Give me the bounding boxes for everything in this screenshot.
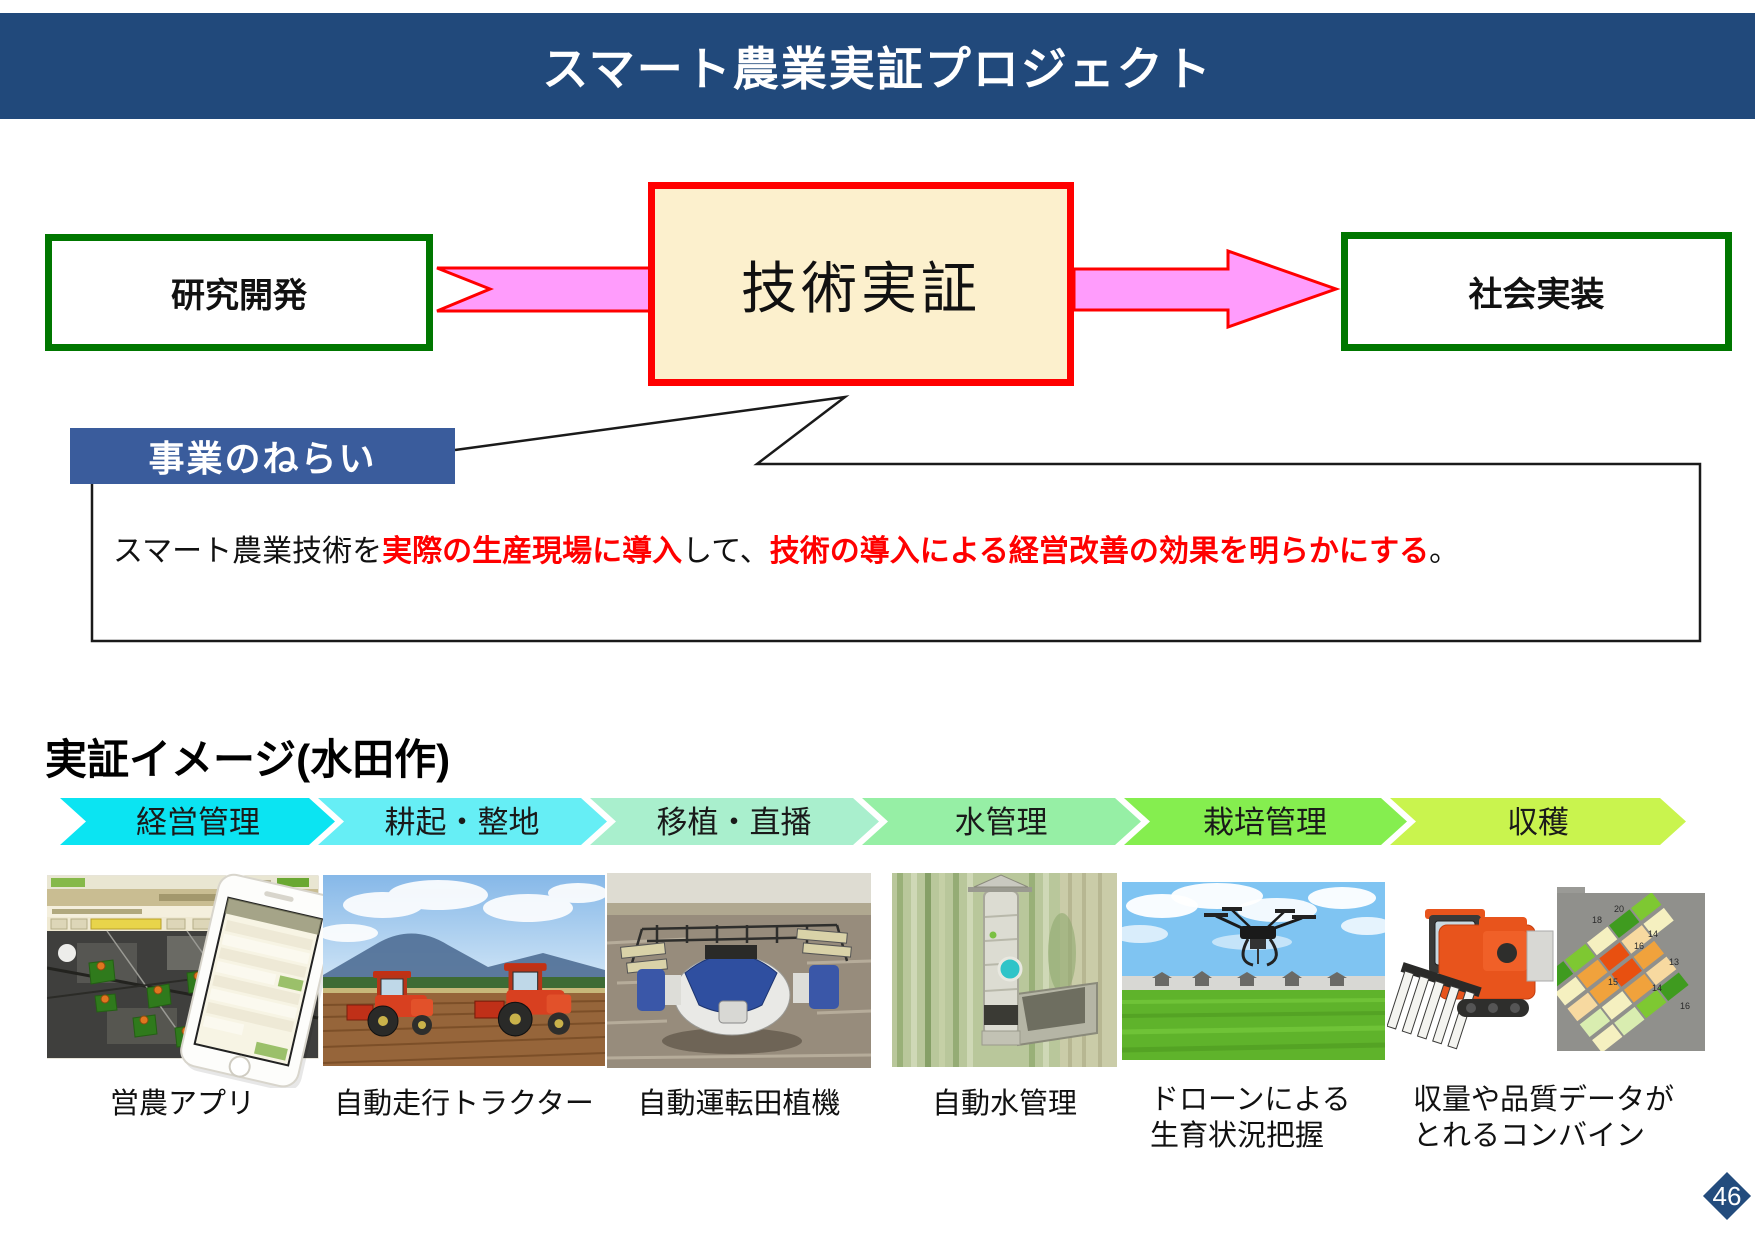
caption-drone-growth-monitoring: ドローンによる 生育状況把握	[1150, 1082, 1351, 1154]
figure-farm-app	[47, 868, 332, 1088]
houses	[1152, 971, 1347, 986]
svg-text:18: 18	[1592, 915, 1602, 925]
clouds	[323, 880, 605, 942]
svg-text:13: 13	[1669, 957, 1679, 967]
arrow-research-to-tech	[436, 266, 652, 313]
flow-box-social: 社会実装	[1341, 232, 1732, 351]
aim-sentence-part-4: 技術の導入による経営改善の効果を明らかにする	[769, 535, 1430, 568]
chevron-step-water	[862, 798, 1141, 845]
caption-drone-line-2: 生育状況把握	[1150, 1120, 1325, 1152]
figure-auto-rice-transplanter	[607, 873, 871, 1068]
water-sensor	[968, 874, 1032, 1046]
caption-auto-rice-transplanter-text: 自動運転田植機	[637, 1088, 841, 1120]
header-bar: スマート農業実証プロジェクト	[0, 13, 1755, 119]
field-texture	[1122, 998, 1385, 1053]
chevron-step-planting	[590, 798, 879, 845]
drone	[1204, 907, 1316, 967]
svg-text:15: 15	[1608, 977, 1618, 987]
chevron-label-planting: 移植・直播	[657, 805, 812, 840]
caption-farm-app-text: 営農アプリ	[109, 1088, 255, 1120]
aim-sentence: スマート農業技術を実際の生産現場に導入して、技術の導入による経営改善の効果を明ら…	[113, 535, 1673, 569]
flow-box-tech-label: 技術実証	[741, 256, 981, 320]
chevron-label-harvest: 収穫	[1507, 805, 1569, 840]
aim-sentence-part-1: スマート農業技術を	[113, 535, 383, 568]
caption-auto-tractor-text: 自動走行トラクター	[334, 1088, 594, 1120]
aim-sentence-part-5: 。	[1429, 535, 1460, 568]
slide-title: スマート農業実証プロジェクト	[542, 43, 1213, 95]
transplanter-body	[637, 945, 839, 1036]
chevron-step-cultivation	[1124, 798, 1407, 845]
caption-auto-tractor: 自動走行トラクター	[323, 1086, 605, 1122]
process-chevron-bar: 経営管理 耕起・整地 移植・直播 水管理 栽培管理 収穫	[60, 798, 1686, 845]
arrow-tech-to-social	[1072, 248, 1341, 330]
aim-label-text: 事業のねらい	[148, 438, 377, 479]
smartphone	[180, 873, 332, 1088]
caption-drone-line-1: ドローンによる	[1150, 1084, 1351, 1116]
caption-yield-combine: 収量や品質データが とれるコンバイン	[1413, 1082, 1674, 1154]
caption-auto-water-management-text: 自動水管理	[931, 1088, 1077, 1120]
tractor-left	[346, 971, 433, 1037]
flow-box-tech: 技術実証	[648, 182, 1074, 386]
demo-heading: 実証イメージ(水田作)	[45, 736, 451, 783]
yield-map: 20 18 16 14 13 15 14 16	[1557, 887, 1705, 1051]
sensor-cap	[973, 874, 1029, 888]
tractor-right	[474, 963, 572, 1037]
svg-text:16: 16	[1680, 1001, 1690, 1011]
chevron-label-water: 水管理	[955, 805, 1048, 840]
chevron-label-cultivation: 栽培管理	[1203, 805, 1327, 840]
chevron-label-management: 経営管理	[136, 805, 260, 840]
weeds	[1048, 913, 1076, 993]
flow-box-research-label: 研究開発	[171, 277, 307, 315]
inlet-box	[1008, 981, 1098, 1047]
aim-sentence-part-2: 実際の生産現場に導入	[382, 535, 683, 568]
caption-combine-line-1: 収量や品質データが	[1413, 1084, 1675, 1116]
combine-harvester	[1387, 909, 1554, 1050]
svg-text:20: 20	[1614, 904, 1624, 914]
far-bank	[607, 903, 871, 915]
page-number: 46	[1712, 1181, 1742, 1211]
sensor-window	[997, 956, 1023, 982]
aim-sentence-part-3: して、	[682, 535, 770, 568]
chevron-label-tillage: 耕起・整地	[385, 805, 540, 840]
rice-seedlings	[897, 873, 1049, 1067]
svg-text:14: 14	[1652, 983, 1662, 993]
flow-box-social-label: 社会実装	[1468, 276, 1605, 314]
caption-farm-app: 営農アプリ	[47, 1086, 318, 1122]
svg-text:16: 16	[1634, 941, 1644, 951]
yield-map-numbers: 20 18 16 14 13 15 14 16	[1592, 904, 1690, 1011]
yield-parcels	[1557, 893, 1689, 1051]
flow-box-research: 研究開発	[45, 234, 433, 351]
figure-yield-combine: 20 18 16 14 13 15 14 16	[1387, 887, 1708, 1055]
caption-combine-line-2: とれるコンバイン	[1413, 1120, 1646, 1152]
figure-drone-growth-monitoring	[1122, 882, 1385, 1060]
svg-text:14: 14	[1648, 929, 1658, 939]
aim-label: 事業のねらい	[70, 428, 455, 484]
figure-auto-water-management	[892, 873, 1117, 1067]
caption-auto-water-management: 自動水管理	[892, 1086, 1117, 1122]
chevron-step-tillage	[318, 798, 607, 845]
caption-auto-rice-transplanter: 自動運転田植機	[607, 1086, 871, 1122]
chevron-step-management	[60, 798, 335, 845]
mud-wake	[662, 1028, 802, 1054]
chevron-step-harvest	[1390, 798, 1686, 845]
figure-auto-tractor	[323, 875, 605, 1066]
far-field	[323, 988, 605, 995]
